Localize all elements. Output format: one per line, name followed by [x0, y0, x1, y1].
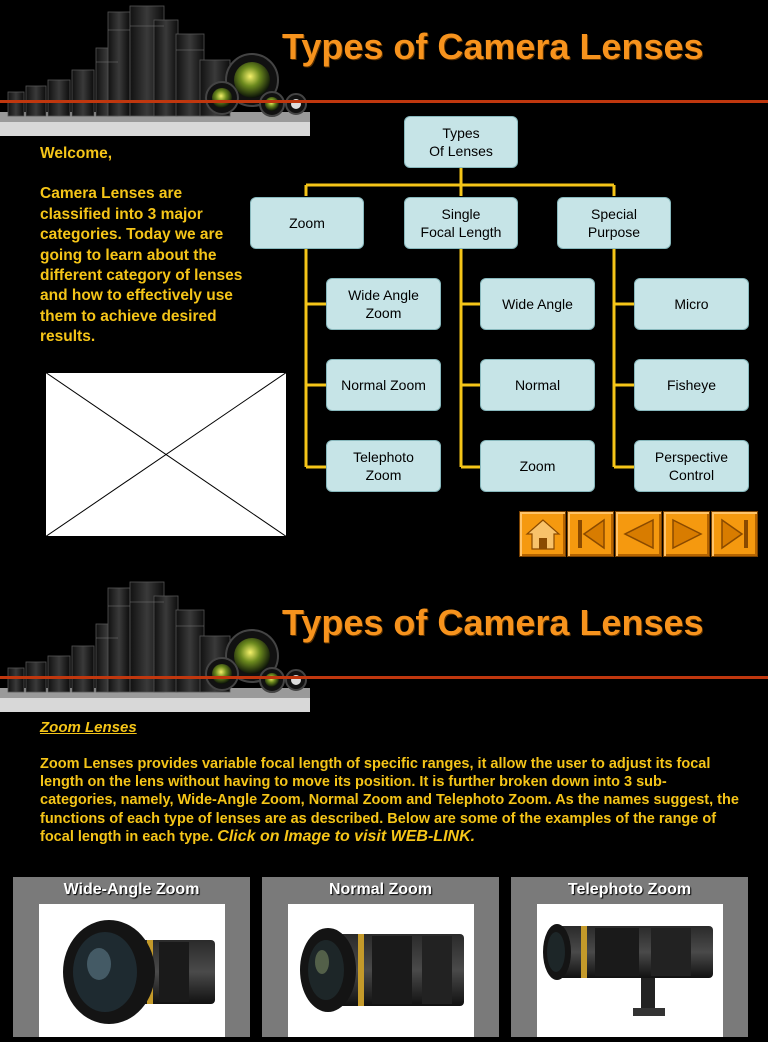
- node-root-line-2: Of Lenses: [429, 143, 493, 159]
- node-normal-zoom-line-1: Normal Zoom: [341, 377, 426, 393]
- node-zoom: Zoom: [480, 440, 595, 492]
- slide-overview: Types of Camera Lenses Welcome, Camera L…: [0, 5, 768, 557]
- telephoto-zoom-lens-image[interactable]: [537, 904, 723, 1037]
- node-telephoto-zoom-line-1: Telephoto: [353, 449, 414, 465]
- node-category-single-label-1: Single: [441, 206, 481, 222]
- node-fisheye-line-1: Fisheye: [666, 377, 717, 393]
- image-placeholder: [45, 372, 287, 537]
- zoom-lenses-description: Zoom Lenses provides variable focal leng…: [40, 755, 740, 846]
- last-slide-icon: [720, 518, 748, 550]
- title-divider: [0, 100, 768, 103]
- node-category-special-label-1: Special: [591, 206, 637, 222]
- camera-lens-collection-image: [0, 581, 310, 712]
- zoom-lenses-paragraph: Zoom Lenses provides variable focal leng…: [40, 756, 739, 845]
- node-category-zoom-label: Zoom: [289, 215, 325, 231]
- node-perspective-control-line-1: Perspective: [654, 449, 729, 465]
- intro-text: Welcome, Camera Lenses are classified in…: [40, 144, 252, 348]
- card-normal-zoom: Normal Zoom: [262, 877, 499, 1037]
- node-root-line-1: Types: [442, 125, 480, 141]
- node-normal-line-1: Normal: [514, 377, 561, 393]
- lens-photo: [63, 920, 215, 1024]
- first-slide-button[interactable]: [567, 511, 614, 557]
- node-category-special-label-2: Purpose: [587, 224, 641, 240]
- slide-title: Types of Camera Lenses: [282, 602, 704, 643]
- node-normal: Normal: [480, 359, 595, 411]
- title-divider: [0, 676, 768, 679]
- next-slide-icon: [671, 518, 703, 550]
- welcome-greeting: Welcome,: [40, 145, 113, 162]
- node-category-zoom: Zoom: [250, 197, 364, 249]
- node-normal-zoom: Normal Zoom: [326, 359, 441, 411]
- node-fisheye: Fisheye: [634, 359, 749, 411]
- wide-angle-zoom-lens-image[interactable]: [39, 904, 225, 1037]
- home-icon: [524, 519, 561, 550]
- slide-zoom-lenses: Types of Camera Lenses Zoom Lenses Zoom …: [0, 576, 768, 1037]
- node-wide-angle-zoom-line-1: Wide Angle: [348, 287, 419, 303]
- node-telephoto-zoom-line-2: Zoom: [365, 467, 402, 483]
- home-button[interactable]: [519, 511, 566, 557]
- node-wide-angle: Wide Angle: [480, 278, 595, 330]
- card-label: Normal Zoom: [328, 881, 433, 898]
- node-wide-angle-zoom-line-2: Zoom: [365, 305, 402, 321]
- previous-slide-icon: [622, 518, 654, 550]
- node-root-types-of-lenses: Types Of Lenses: [404, 116, 518, 168]
- normal-zoom-lens-image[interactable]: [288, 904, 474, 1037]
- node-zoom-line-1: Zoom: [519, 458, 556, 474]
- diagram-connectors: [304, 168, 634, 469]
- lens-photo: [300, 928, 464, 1012]
- node-category-single-label-2: Focal Length: [420, 224, 502, 240]
- last-slide-button[interactable]: [711, 511, 758, 557]
- first-slide-icon: [577, 518, 605, 550]
- web-link-instruction: Click on Image to visit WEB-LINK.: [217, 827, 476, 845]
- card-telephoto-zoom: Telephoto Zoom: [511, 877, 748, 1037]
- previous-slide-button[interactable]: [615, 511, 662, 557]
- slide-navigation: [519, 511, 758, 557]
- lens-photo: [543, 924, 713, 1016]
- node-micro: Micro: [634, 278, 749, 330]
- node-micro-line-1: Micro: [674, 296, 709, 312]
- next-slide-button[interactable]: [663, 511, 710, 557]
- node-perspective-control-line-2: Control: [668, 467, 715, 483]
- card-label: Wide-Angle Zoom: [63, 881, 200, 898]
- card-label: Telephoto Zoom: [567, 881, 692, 898]
- intro-paragraph: Camera Lenses are classified into 3 majo…: [40, 185, 243, 346]
- slide-title: Types of Camera Lenses: [282, 26, 704, 67]
- zoom-lenses-heading-link[interactable]: Zoom Lenses: [40, 719, 137, 736]
- card-wide-angle-zoom: Wide-Angle Zoom: [13, 877, 250, 1037]
- node-wide-angle-line-1: Wide Angle: [502, 296, 573, 312]
